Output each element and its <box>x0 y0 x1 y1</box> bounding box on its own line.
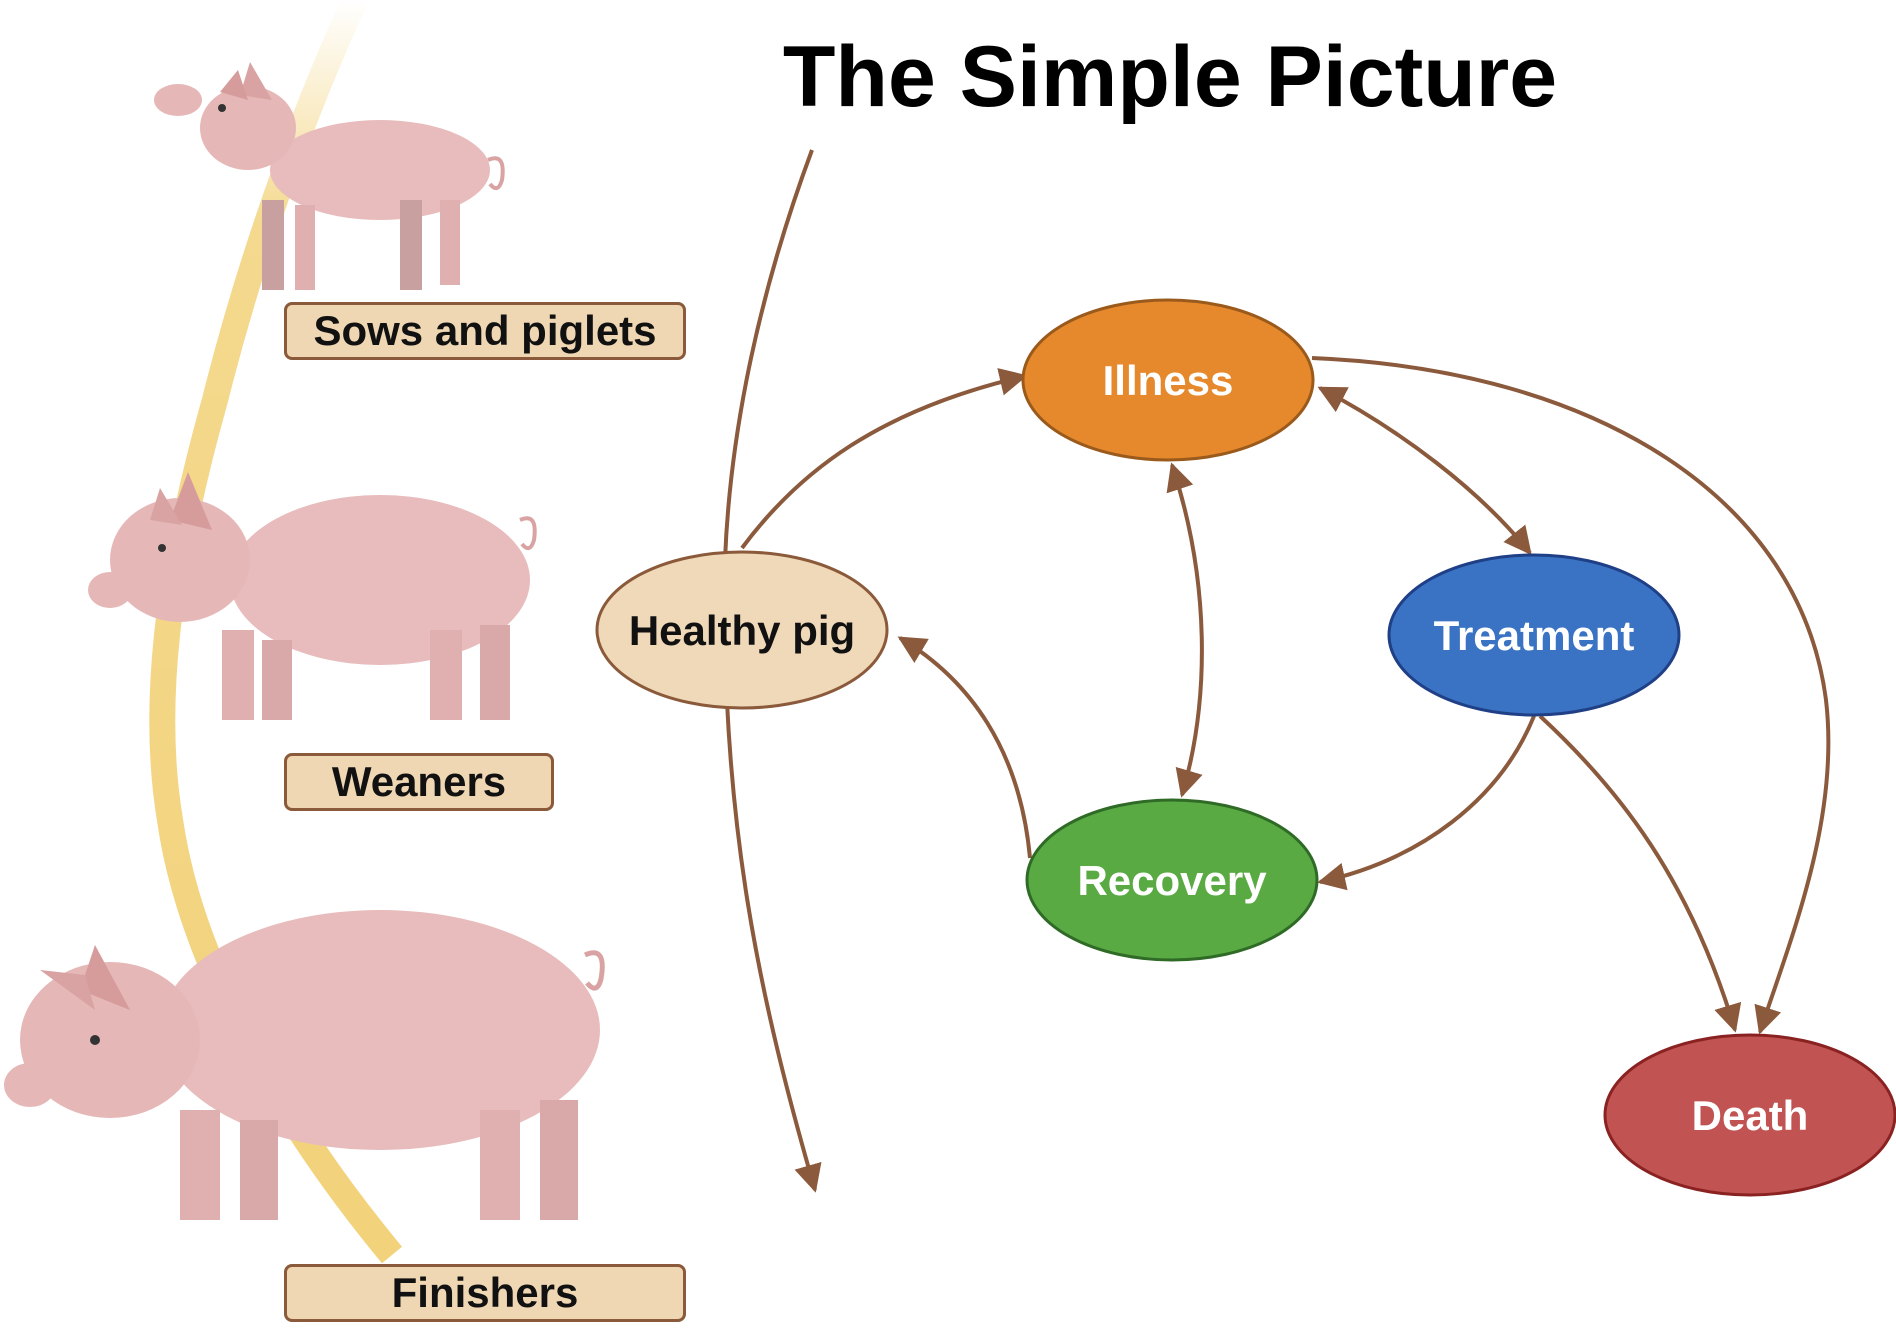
node-healthy-pig-label: Healthy pig <box>629 607 855 654</box>
node-treatment: Treatment <box>1387 553 1681 717</box>
edge-healthy-to-illness <box>740 368 1028 550</box>
finisher-illustration <box>4 910 605 1220</box>
node-illness-label: Illness <box>1103 357 1234 404</box>
page-title: The Simple Picture <box>782 29 1558 125</box>
node-recovery-label: Recovery <box>1077 857 1267 904</box>
node-healthy-pig: Healthy pig <box>595 550 889 710</box>
edge-recovery-to-healthy <box>897 636 1032 859</box>
edge-treatment-to-recovery <box>1317 715 1536 891</box>
edge-treatment-to-death <box>1538 714 1742 1033</box>
node-recovery: Recovery <box>1025 798 1319 962</box>
edge-illness-recovery <box>1166 462 1204 798</box>
edge-illness-treatment <box>1317 386 1532 556</box>
weaner-illustration <box>88 472 537 720</box>
edge-illness-to-death <box>1311 356 1831 1035</box>
stage-label-sows-piglets: Sows and piglets <box>284 302 686 360</box>
piglet-illustration <box>154 62 505 290</box>
node-illness: Illness <box>1021 298 1315 462</box>
node-treatment-label: Treatment <box>1434 612 1635 659</box>
node-death: Death <box>1603 1033 1896 1197</box>
stage-label-weaners: Weaners <box>284 753 554 811</box>
stage-label-finishers: Finishers <box>284 1264 686 1322</box>
node-death-label: Death <box>1692 1092 1809 1139</box>
